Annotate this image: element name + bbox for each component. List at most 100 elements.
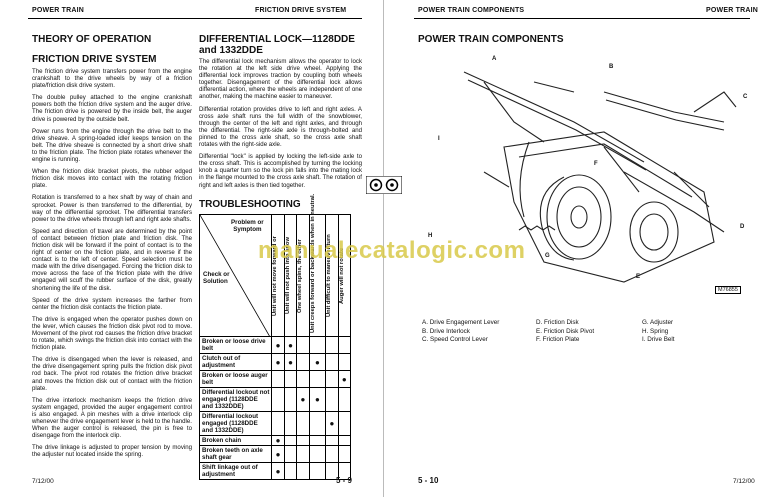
symptom-header: Unit creeps forward or backwards when in…	[308, 193, 327, 337]
header-rule	[414, 18, 750, 19]
mark-cell	[283, 435, 298, 446]
symptom-header: Auger will not rotate	[337, 214, 352, 337]
symptom-header: Unit difficult to maneuver/turn	[325, 214, 339, 337]
mark-cell	[337, 445, 352, 463]
mark-cell	[271, 387, 285, 412]
callout-F: F	[594, 161, 598, 167]
mark-cell	[325, 336, 339, 354]
symptom-label: Auger will not rotate	[338, 247, 345, 304]
table-row: Shift linkage out of adjustment●	[198, 462, 352, 480]
mark-cell	[296, 411, 310, 436]
mark-cell	[325, 435, 339, 446]
solution-label: Broken teeth on axle shaft gear	[198, 445, 273, 463]
components-title: POWER TRAIN COMPONENTS	[418, 34, 564, 45]
legend-item: A. Drive Engagement Lever	[422, 319, 500, 326]
paragraph: Rotation is transferred to a hex shaft b…	[32, 194, 192, 223]
mark-cell	[325, 445, 339, 463]
diff-lock-text: The differential lock mechanism allows t…	[199, 58, 362, 194]
mark-cell	[325, 387, 339, 412]
left-page: POWER TRAIN FRICTION DRIVE SYSTEM THEORY…	[28, 7, 362, 485]
mark-cell	[283, 462, 298, 480]
table-corner: Problem or Symptom Check or Solution	[198, 214, 273, 337]
callout-E: E	[636, 274, 641, 280]
mark-cell	[283, 411, 298, 436]
mark-cell: ●	[271, 336, 285, 354]
right-page: POWER TRAIN COMPONENTS POWER TRAIN POWER…	[384, 0, 768, 497]
mark-cell	[337, 435, 352, 446]
paragraph: The double pulley attached to the engine…	[32, 94, 192, 123]
right-header-title: POWER TRAIN	[706, 7, 758, 14]
table-row: Differential lockout not engaged (1128DD…	[198, 387, 352, 412]
paragraph: When the friction disk bracket pivots, t…	[32, 168, 192, 190]
legend-item: C. Speed Control Lever	[422, 336, 488, 343]
mark-cell	[337, 387, 352, 412]
left-column-text: The friction drive system transfers powe…	[32, 68, 192, 464]
mark-cell: ●	[308, 353, 327, 371]
mark-cell	[283, 445, 298, 463]
mark-cell	[271, 370, 285, 388]
symptom-label: Unit will not move forward or	[272, 235, 279, 316]
paragraph: Speed of the drive system increases the …	[32, 296, 192, 311]
right-footer-date: 7/12/00	[733, 478, 755, 485]
mark-cell: ●	[296, 387, 310, 412]
paragraph: Differential rotation provides drive to …	[199, 105, 362, 149]
page-spine	[383, 0, 384, 497]
legend-row: B. Drive Interlock E. Friction Disk Pivo…	[422, 328, 758, 337]
callout-H: H	[428, 233, 433, 239]
left-footer-date: 7/12/00	[32, 478, 54, 485]
corner-bottom-label: Check or Solution	[203, 271, 230, 285]
legend-row: C. Speed Control Lever F. Friction Plate…	[422, 336, 758, 345]
solution-label: Broken or loose drive belt	[198, 336, 273, 354]
mark-cell: ●	[283, 353, 298, 371]
troubleshooting-table: Problem or Symptom Check or Solution Uni…	[198, 193, 352, 480]
figure-id: M76855	[715, 286, 741, 294]
mark-cell: ●	[283, 336, 298, 354]
mark-cell	[308, 445, 327, 463]
callout-A: A	[492, 56, 497, 62]
mark-cell	[308, 435, 327, 446]
mark-cell	[283, 370, 298, 388]
subsection-title: FRICTION DRIVE SYSTEM	[32, 54, 157, 65]
mark-cell	[296, 353, 310, 371]
symptom-label: Unit creeps forward or backwards when in…	[309, 193, 316, 333]
header-rule	[28, 18, 362, 19]
right-header-section: POWER TRAIN COMPONENTS	[418, 7, 525, 14]
table-row: Broken teeth on axle shaft gear●	[198, 445, 352, 463]
legend-item: G. Adjuster	[642, 319, 674, 326]
mark-cell	[296, 336, 310, 354]
left-page-number: 5 - 9	[336, 476, 353, 485]
table-row: Broken or loose drive belt●●	[198, 336, 352, 354]
table-body: Broken or loose drive belt●●Clutch out o…	[198, 336, 352, 480]
callout-D: D	[740, 224, 745, 230]
figure-legend: A. Drive Engagement Lever D. Friction Di…	[422, 319, 758, 345]
paragraph: The drive is engaged when the operator p…	[32, 315, 192, 352]
legend-item: H. Spring	[642, 327, 669, 335]
table-row: Broken chain●	[198, 435, 352, 446]
corner-diagonal	[200, 215, 270, 337]
paragraph: The friction drive system transfers powe…	[32, 68, 192, 90]
legend-item: B. Drive Interlock	[422, 327, 470, 335]
table-header-row: Problem or Symptom Check or Solution Uni…	[198, 193, 352, 337]
solution-label: Broken or loose auger belt	[198, 370, 273, 388]
table-row: Clutch out of adjustment●●●	[198, 353, 352, 371]
mark-cell	[308, 411, 327, 436]
paragraph: Speed and direction of travel are determ…	[32, 227, 192, 292]
corner-top-label: Problem or Symptom	[231, 219, 264, 233]
mark-cell: ●	[271, 445, 285, 463]
symptom-header: One wheel spins, the other	[296, 214, 310, 337]
mark-cell	[296, 445, 310, 463]
legend-item: E. Friction Disk Pivot	[536, 327, 595, 335]
mark-cell	[325, 370, 339, 388]
troubleshooting-title: TROUBLESHOOTING	[199, 199, 301, 210]
legend-item: D. Friction Disk	[536, 319, 579, 326]
mark-cell	[337, 353, 352, 371]
symptom-label: Unit will not push into snow	[284, 237, 291, 314]
mark-cell	[296, 370, 310, 388]
section-title: THEORY OF OPERATION	[32, 34, 152, 45]
mark-cell: ●	[271, 353, 285, 371]
right-page-number: 5 - 10	[418, 476, 439, 485]
callout-G: G	[545, 253, 550, 259]
symptom-label: Unit difficult to maneuver/turn	[326, 234, 333, 317]
solution-label: Broken chain	[198, 435, 273, 446]
mark-cell	[283, 387, 298, 412]
